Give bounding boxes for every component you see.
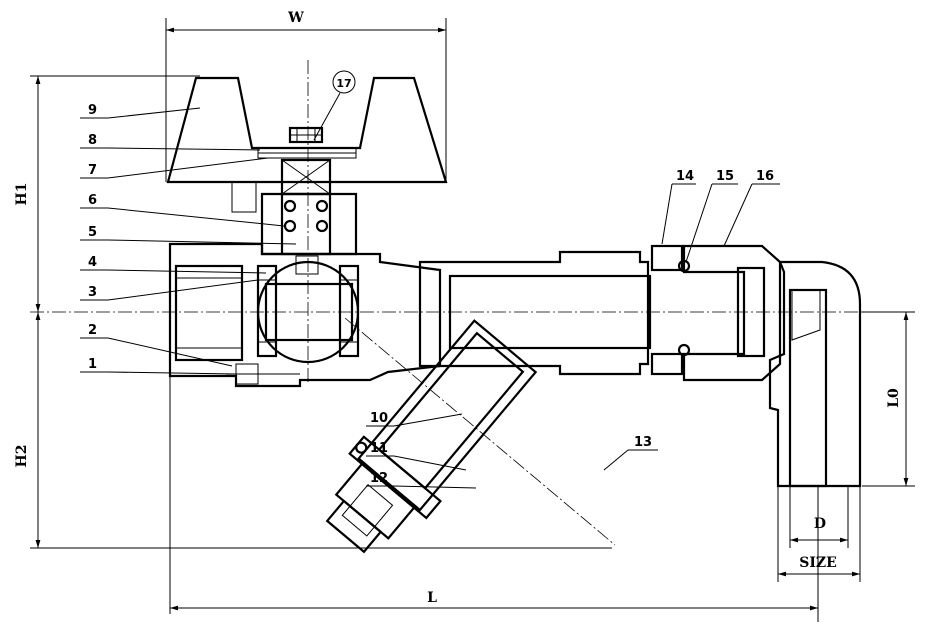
part-label-1: 1 [88,357,97,372]
dim-h1-label: H1 [14,183,30,206]
part-labels: 9 8 7 6 5 4 3 2 1 10 11 12 13 14 15 16 1… [88,77,774,486]
dim-h2-label: H2 [14,445,30,468]
dim-w-label: W [287,10,304,26]
part-label-15: 15 [716,169,734,184]
strainer-leg [325,319,538,554]
part-label-13: 13 [634,435,652,450]
part-label-11: 11 [370,441,388,456]
center-lines [30,60,915,546]
dim-d-label: D [814,516,826,532]
handle [166,76,448,184]
part-label-16: 16 [756,169,774,184]
part-label-7: 7 [88,163,97,178]
part-label-5: 5 [88,225,97,240]
part-label-17: 17 [336,77,351,90]
dimension-labels: W H1 H2 L L0 D SIZE [14,10,902,606]
dim-l-label: L [427,590,437,606]
part-label-8: 8 [88,133,97,148]
part-label-6: 6 [88,193,97,208]
dimensions [30,18,915,622]
part-label-9: 9 [88,103,97,118]
dim-size-label: SIZE [799,555,837,571]
union-elbow [682,244,862,488]
dim-l0-label: L0 [886,388,902,408]
part-label-10: 10 [370,411,388,426]
part-label-3: 3 [88,285,97,300]
stem-bonnet [231,158,358,275]
outlet-tube [418,244,691,376]
part-label-12: 12 [370,471,388,486]
part-label-2: 2 [88,323,97,338]
part-label-14: 14 [676,169,694,184]
valve-body [168,242,442,388]
part-leaders [80,70,780,489]
part-label-4: 4 [88,255,97,270]
